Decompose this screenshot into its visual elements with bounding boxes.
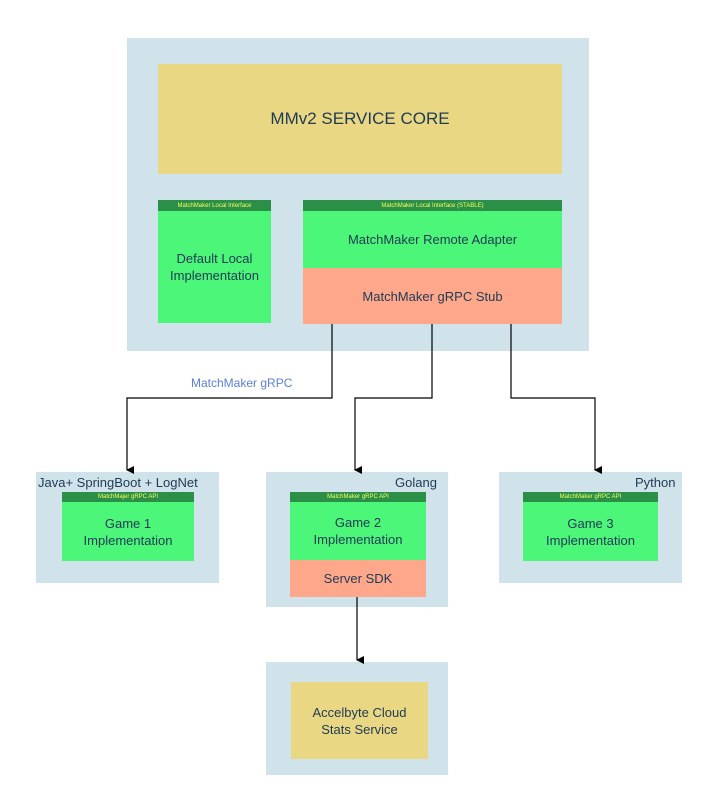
game2-api-bar: MatchMaker gRPC API [290, 492, 426, 502]
remote-adapter-label: MatchMaker Remote Adapter [347, 232, 518, 247]
game2-implementation-box: Game 2 Implementation [290, 502, 426, 560]
game3-api-label: MatchMaker gRPC API [559, 494, 622, 500]
game1-api-label: MatchMajer gRPC API [97, 494, 159, 500]
local-interface-label: MatchMaker Local Interface [177, 202, 252, 209]
game1-implementation-label: Game 1 Implementation [83, 515, 173, 548]
game3-implementation-box: Game 3 Implementation [523, 502, 658, 561]
stats-service-box: Accelbyte Cloud Stats Service [291, 682, 428, 759]
game1-implementation-box: Game 1 Implementation [62, 502, 194, 561]
game3-platform-label: Python [635, 475, 676, 490]
game3-api-bar: MatchMaker gRPC API [523, 492, 658, 502]
game3-implementation-label: Game 3 Implementation [546, 515, 635, 548]
stable-interface-label: MatchMaker Local Interface (STABLE) [381, 202, 484, 209]
connector-stub-to-game2 [354, 324, 433, 474]
game2-platform-label: Golang [395, 475, 437, 490]
service-core-title: MMv2 SERVICE CORE [270, 109, 450, 128]
edge-label-grpc: MatchMaker gRPC [191, 376, 293, 390]
remote-adapter-box: MatchMaker Remote Adapter [303, 211, 562, 268]
default-implementation-box: Default Local Implementation [158, 211, 271, 323]
server-sdk-label: Server SDK [323, 571, 393, 586]
default-implementation-label: Default Local Implementation [170, 251, 259, 283]
grpc-stub-box: MatchMaker gRPC Stub [303, 268, 562, 324]
stable-interface-bar: MatchMaker Local Interface (STABLE) [303, 200, 562, 211]
server-sdk-box: Server SDK [290, 560, 426, 597]
stats-service-label: Accelbyte Cloud Stats Service [312, 704, 407, 737]
local-interface-bar: MatchMaker Local Interface [158, 200, 271, 211]
game2-implementation-label: Game 2 Implementation [313, 515, 403, 547]
grpc-stub-label: MatchMaker gRPC Stub [362, 288, 503, 304]
service-core-box: MMv2 SERVICE CORE [158, 64, 562, 174]
game2-api-label: MatchMaker gRPC API [327, 494, 389, 500]
game1-api-bar: MatchMajer gRPC API [62, 492, 194, 502]
connector-stub-to-game1 [126, 324, 333, 474]
game1-platform-label: Java+ SpringBoot + LogNet [38, 475, 198, 490]
connector-stub-to-game3 [510, 324, 602, 474]
